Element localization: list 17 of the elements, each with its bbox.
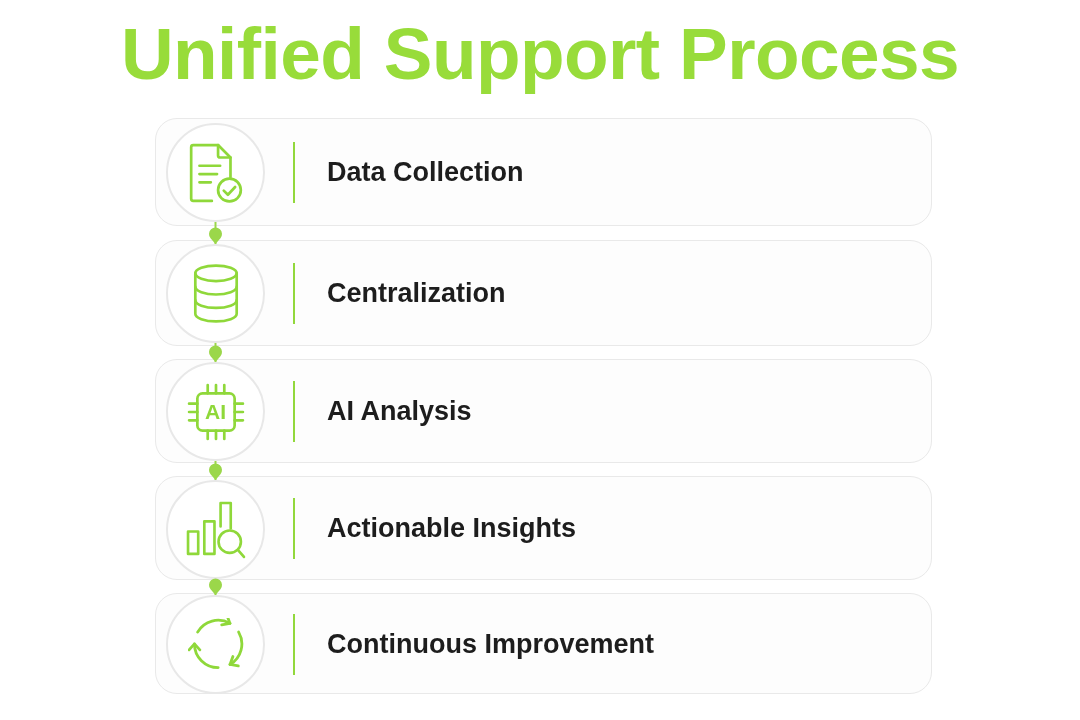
step-title: Centralization	[327, 277, 506, 309]
pin-connector	[209, 342, 222, 363]
step-card	[155, 476, 932, 580]
title: Unified Support Process	[120, 14, 960, 94]
step-title: Actionable Insights	[327, 512, 577, 544]
step-card	[155, 359, 932, 463]
step-title: Continuous Improvement	[327, 628, 654, 660]
pin-connector	[209, 460, 222, 481]
step-card	[155, 593, 932, 694]
step-card	[155, 240, 932, 346]
pin-connector	[209, 221, 222, 245]
step-title: AI Analysis	[327, 395, 472, 427]
pin-connector	[209, 578, 222, 596]
icon-circle	[166, 595, 265, 694]
step-card	[155, 118, 932, 226]
chip-text: AI	[205, 400, 226, 423]
step-title: Data Collection	[327, 156, 524, 188]
